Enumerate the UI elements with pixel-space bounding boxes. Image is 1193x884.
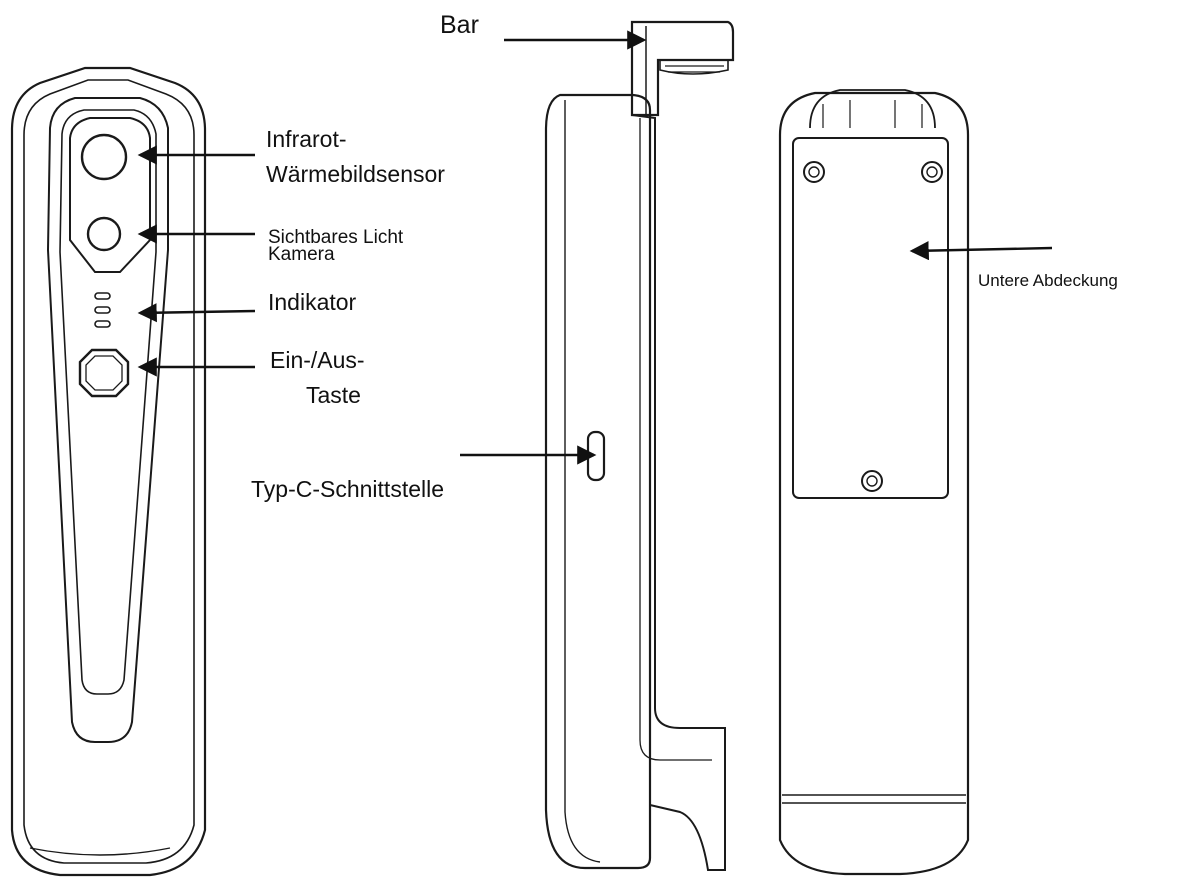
side-back-rail (631, 114, 726, 871)
front-view (10, 66, 207, 877)
front-body-inner-outline (23, 79, 195, 864)
indicator-light-1 (94, 292, 111, 300)
label-typec: Typ-C-Schnittstelle (251, 476, 445, 502)
indicator-light-2 (94, 306, 111, 314)
back-clip-bump (809, 89, 936, 129)
label-visible-line2: Kamera (268, 244, 335, 265)
side-back-rail-inner (639, 118, 712, 761)
label-infrared-line2: Wärmebildsensor (266, 161, 445, 187)
back-body-outline (778, 91, 970, 876)
front-body-outline (10, 66, 207, 877)
indicator-light-3 (94, 320, 111, 328)
pointer-indicator (137, 303, 256, 323)
front-panel-outer (46, 97, 169, 743)
label-infrared-line1: Infrarot- (266, 126, 347, 152)
visible-camera-lens (86, 216, 122, 252)
side-view (544, 20, 735, 871)
power-button[interactable] (78, 348, 130, 398)
label-power-line2: Taste (306, 382, 361, 408)
screw-bottom (861, 470, 883, 492)
bottom-cover (792, 137, 949, 499)
screw-top-right (921, 161, 943, 183)
infrared-sensor-lens (80, 133, 128, 181)
front-bottom-lip (29, 847, 171, 856)
label-bar: Bar (440, 11, 479, 39)
label-visible-line1: Sichtbares Licht (268, 227, 404, 248)
back-bottom-band (782, 794, 966, 804)
label-power-line1: Ein-/Aus- (270, 347, 365, 373)
label-indicator: Indikator (268, 289, 357, 315)
clip-bar-grip (659, 60, 729, 75)
clip-bar (630, 20, 735, 117)
power-button-inner (85, 355, 123, 391)
side-body-edge (564, 100, 601, 863)
back-view (778, 89, 970, 876)
pointer-lines (137, 30, 1053, 465)
sensor-housing (69, 117, 151, 273)
screw-top-left (803, 161, 825, 183)
label-bottom-cover: Untere Abdeckung (978, 271, 1118, 290)
back-clip-bump-inner (822, 100, 923, 128)
pointer-bottom-cover (909, 241, 1053, 261)
side-body (544, 93, 652, 870)
front-panel-inner (59, 109, 157, 695)
clip-bar-grip-lines (665, 65, 724, 73)
